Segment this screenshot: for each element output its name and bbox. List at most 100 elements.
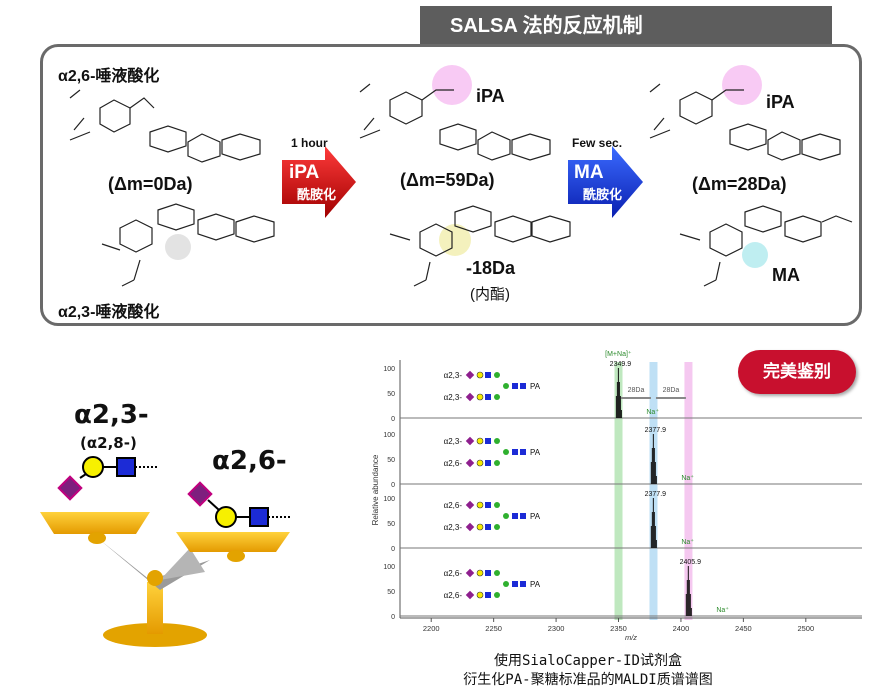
mannose-icon: [494, 394, 500, 400]
structure-lactone: [389, 205, 571, 287]
mannose-icon: [494, 592, 500, 598]
highlight-band: [614, 362, 623, 620]
mannose-icon: [503, 449, 509, 455]
linkage-label-top: α2,6-: [444, 501, 463, 510]
glcnac-icon: [512, 513, 518, 519]
y-tick-label: 0: [391, 416, 395, 423]
lactone-label: (内酯): [470, 286, 510, 303]
mass-spectrum: 100 50 0 α2,3- α2,3- PA 2349.9Na⁺ 100 50 0 α2,3- α2…: [371, 350, 862, 642]
pa-label: PA: [530, 512, 541, 521]
arrow2-reagent: MA: [574, 162, 604, 183]
y-tick-label: 100: [383, 366, 395, 373]
arrow1-reagent: iPA: [289, 162, 320, 183]
glcnac-icon: [520, 449, 526, 455]
glcnac-icon: [512, 383, 518, 389]
sialic-acid-icon: [465, 522, 475, 532]
mannose-icon: [494, 438, 500, 444]
x-tick-label: 2450: [735, 624, 752, 633]
galactose-icon: [476, 437, 484, 445]
delta-59-label: (Δm=59Da): [400, 170, 495, 190]
structure-a23: [101, 203, 275, 287]
glcnac-icon: [485, 502, 491, 508]
galactose-icon: [476, 569, 484, 577]
y-tick-label: 50: [387, 391, 395, 398]
balance-left-sub: (α2,8-): [80, 434, 137, 452]
y-axis-label: Relative abundance: [371, 454, 380, 525]
pa-label: PA: [530, 580, 541, 589]
y-tick-label: 50: [387, 589, 395, 596]
ma-highlight: [742, 242, 768, 268]
ma-tag: MA: [772, 265, 800, 285]
ipa-highlight-1: [432, 65, 472, 105]
balance-scale: [40, 512, 290, 647]
ma-arrow: [568, 146, 643, 218]
peak-value-label: 2405.9: [680, 559, 702, 566]
y-tick-label: 50: [387, 521, 395, 528]
glcnac-icon: [485, 394, 491, 400]
galactose-icon: [476, 523, 484, 531]
structure-ipa: [359, 83, 551, 161]
x-tick-label: 2200: [423, 624, 440, 633]
glycan-a23-symbol: [57, 456, 158, 501]
linkage-label-top: α2,3-: [444, 371, 463, 380]
na-label: Na⁺: [681, 474, 694, 482]
balance-left-label: α2,3-: [74, 400, 149, 430]
glcnac-icon: [485, 524, 491, 530]
glcnac-icon: [520, 513, 526, 519]
linkage-label-top: α2,6-: [444, 569, 463, 578]
y-tick-label: 0: [391, 482, 395, 489]
galactose-icon: [476, 371, 484, 379]
pa-label: PA: [530, 382, 541, 391]
x-tick-label: 2400: [673, 624, 690, 633]
linkage-label-bottom: α2,3-: [444, 523, 463, 532]
linkage-label-top: α2,3-: [444, 437, 463, 446]
peak-value-label: 2349.9: [610, 361, 632, 368]
x-tick-label: 2350: [610, 624, 627, 633]
mannose-icon: [494, 502, 500, 508]
sialic-acid-icon: [465, 500, 475, 510]
y-tick-label: 100: [383, 432, 395, 439]
ipa-highlight-2: [722, 65, 762, 105]
a26-sialylation-label: α2,6-唾液酸化: [58, 68, 160, 85]
sialic-acid-icon: [465, 590, 475, 600]
structure-a26: [69, 89, 261, 163]
na-label: Na⁺: [681, 538, 694, 546]
y-tick-label: 50: [387, 457, 395, 464]
glcnac-icon: [485, 592, 491, 598]
arrow2-time: Few sec.: [572, 136, 623, 150]
lactone-highlight: [439, 224, 471, 256]
mannose-icon: [503, 383, 509, 389]
ipa-arrow: [282, 146, 356, 218]
arrow1-time: 1 hour: [291, 136, 328, 150]
glcnac-icon: [520, 581, 526, 587]
galactose-icon: [476, 501, 484, 509]
sialic-acid-icon: [465, 392, 475, 402]
y-tick-label: 0: [391, 546, 395, 553]
caption-line2: 衍生化PA-聚糖标准品的MALDI质谱谱图: [463, 672, 713, 688]
glcnac-icon: [512, 581, 518, 587]
glcnac-icon: [512, 449, 518, 455]
delta-28-label: (Δm=28Da): [692, 174, 787, 194]
structure-ma-final: [679, 205, 853, 287]
caption-line1: 使用SialoCapper-ID试剂盒: [493, 653, 682, 669]
arrow1-sub: 酰胺化: [297, 187, 337, 202]
x-tick-label: 2250: [485, 624, 502, 633]
glcnac-icon: [485, 460, 491, 466]
x-tick-label: 2500: [797, 624, 814, 633]
glycan-a26-symbol: [187, 481, 290, 528]
linkage-label-bottom: α2,6-: [444, 459, 463, 468]
sialic-acid-icon: [465, 568, 475, 578]
galactose-icon: [476, 459, 484, 467]
page-title: SALSA 法的反应机制: [420, 6, 832, 46]
sialic-acid-icon: [465, 436, 475, 446]
ipa-tag-1: iPA: [476, 86, 505, 106]
galactose-icon: [476, 393, 484, 401]
gap-label-1: 28Da: [628, 387, 645, 394]
glcnac-icon: [485, 372, 491, 378]
mannose-icon: [503, 581, 509, 587]
peak-adduct-label: [M+Na]⁺: [605, 350, 632, 358]
linkage-label-bottom: α2,3-: [444, 393, 463, 402]
mannose-icon: [503, 513, 509, 519]
y-tick-label: 0: [391, 614, 395, 621]
